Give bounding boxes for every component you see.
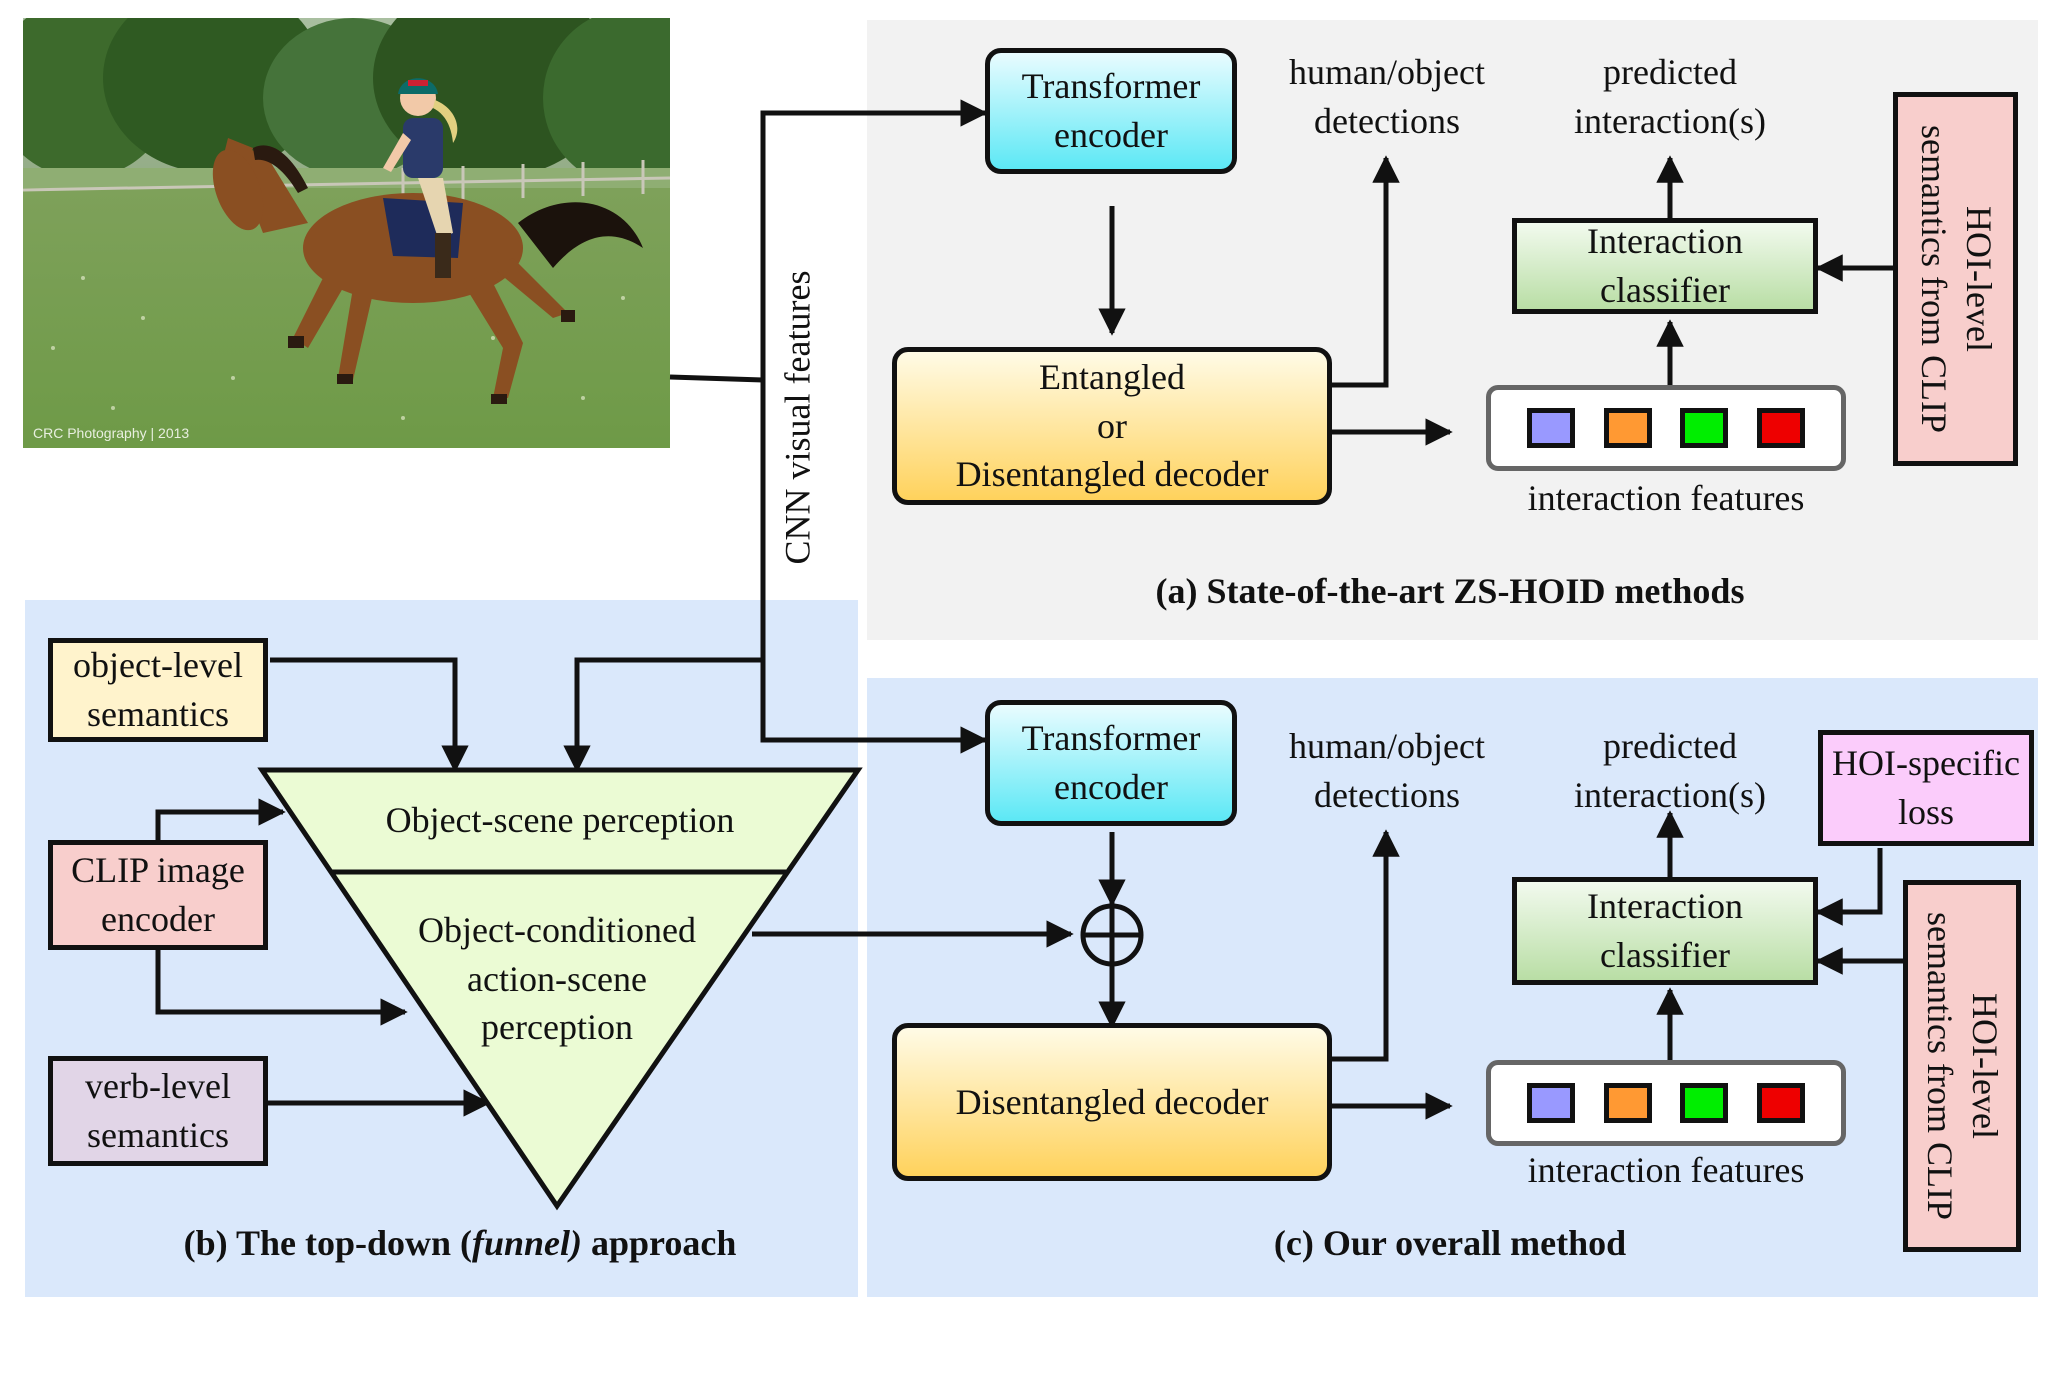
feature-chip — [1680, 408, 1729, 448]
panel-a-features-label: interaction features — [1527, 478, 1805, 518]
feature-chip — [1680, 1083, 1729, 1123]
panel-c-interaction-features — [1486, 1060, 1846, 1146]
panel-c-decoder: Disentangled decoder — [892, 1023, 1332, 1181]
funnel-action-scene-perception: Object-conditioned action-scene percepti… — [418, 910, 696, 1048]
panel-a-detections-label: human/object detections — [1289, 52, 1485, 141]
panel-c-caption: (c) Our overall method — [1273, 1223, 1627, 1263]
clip-image-encoder: CLIP image encoder — [48, 840, 268, 950]
photo-watermark: CRC Photography | 2013 — [33, 425, 189, 441]
feature-chip — [1527, 408, 1576, 448]
feature-chip — [1603, 1083, 1652, 1123]
funnel-shape — [257, 767, 863, 1211]
object-level-semantics: object-level semantics — [48, 638, 268, 742]
panel-c-interaction-classifier: Interaction classifier — [1512, 877, 1818, 985]
feature-chip — [1527, 1083, 1576, 1123]
sum-operator-icon — [1080, 903, 1144, 967]
funnel-object-scene-perception: Object-scene perception — [385, 800, 735, 840]
cnn-features-label: CNN visual features — [777, 270, 817, 565]
panel-a-transformer-encoder: Transformer encoder — [985, 48, 1237, 174]
panel-a-clip-semantics: HOI-level semantics from CLIP — [1893, 92, 2018, 466]
panel-c-detections-label: human/object detections — [1289, 726, 1485, 815]
hoi-specific-loss: HOI-specific loss — [1818, 730, 2034, 846]
panel-a-decoder: Entangled or Disentangled decoder — [892, 347, 1332, 505]
panel-a-interaction-features — [1486, 385, 1846, 471]
panel-c-predicted-label: predicted interaction(s) — [1574, 726, 1766, 815]
feature-chip — [1756, 408, 1805, 448]
panel-c-features-label: interaction features — [1527, 1150, 1805, 1190]
feature-chip — [1603, 408, 1652, 448]
panel-a-predicted-label: predicted interaction(s) — [1574, 52, 1766, 141]
feature-chip — [1756, 1083, 1805, 1123]
horse-rider-photo: CRC Photography | 2013 — [23, 18, 670, 448]
verb-level-semantics: verb-level semantics — [48, 1056, 268, 1166]
panel-a-caption: (a) State-of-the-art ZS-HOID methods — [1155, 571, 1745, 611]
panel-c-clip-semantics: HOI-level semantics from CLIP — [1903, 880, 2021, 1252]
panel-a-interaction-classifier: Interaction classifier — [1512, 218, 1818, 314]
panel-b-caption: (b) The top-down (funnel) approach — [183, 1223, 737, 1263]
panel-c-transformer-encoder: Transformer encoder — [985, 700, 1237, 826]
